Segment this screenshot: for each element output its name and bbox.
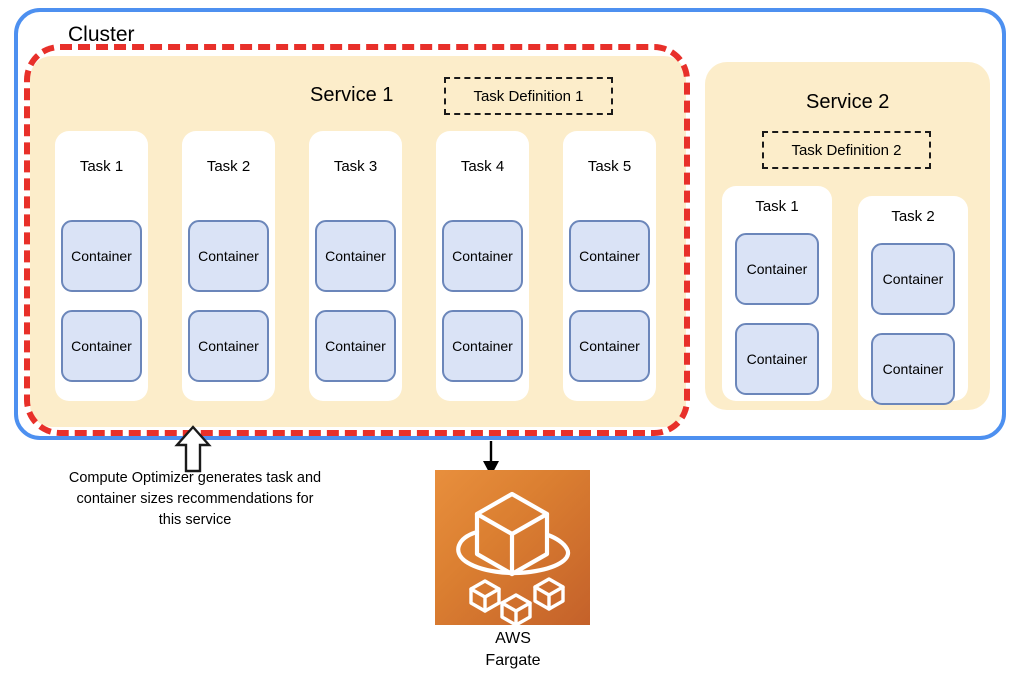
task-label: Task 3 [333,158,378,175]
container-box: Container [61,310,142,382]
annotation-line-1: Compute Optimizer generates task and [68,470,322,486]
task-label: Task 1 [755,198,799,215]
annotation-up-arrow-icon [174,425,212,473]
service-1-task-3-card: Task 3 Container Container [309,131,402,401]
service-2-task-2-card: Task 2 Container Container [858,196,968,405]
container-box: Container [61,220,142,292]
task-definition-2-box: Task Definition 2 [762,131,931,169]
annotation-line-2: container sizes recommendations for [76,491,314,507]
fargate-down-arrow-icon [478,441,504,477]
service-2-title: Service 2 [806,91,890,113]
container-box: Container [569,220,650,292]
service-1-task-1-card: Task 1 Container Container [55,131,148,401]
service-1-task-5-card: Task 5 Container Container [563,131,656,401]
task-definition-1-box: Task Definition 1 [444,77,613,115]
container-box: Container [569,310,650,382]
service-1-title: Service 1 [310,84,394,106]
container-box: Container [188,310,269,382]
service-1-task-2-card: Task 2 Container Container [182,131,275,401]
fargate-label: AWS Fargate [413,628,613,672]
task-label: Task 2 [206,158,251,175]
task-label: Task 5 [587,158,632,175]
container-box: Container [315,220,396,292]
container-box: Container [315,310,396,382]
annotation-line-3: this service [158,512,232,528]
container-box: Container [871,243,955,315]
cluster-label: Cluster [68,23,135,46]
service-1-task-4-card: Task 4 Container Container [436,131,529,401]
container-box: Container [871,333,955,405]
container-box: Container [735,233,819,305]
container-box: Container [442,310,523,382]
annotation-text: Compute Optimizer generates task and con… [20,468,370,531]
task-label: Task 1 [79,158,124,175]
task-label: Task 4 [460,158,505,175]
container-box: Container [735,323,819,395]
container-box: Container [188,220,269,292]
task-label: Task 2 [891,208,935,225]
fargate-label-line-2: Fargate [485,652,541,669]
container-box: Container [442,220,523,292]
fargate-label-line-1: AWS [495,630,531,647]
service-2-task-1-card: Task 1 Container Container [722,186,832,401]
aws-fargate-icon [435,470,590,625]
